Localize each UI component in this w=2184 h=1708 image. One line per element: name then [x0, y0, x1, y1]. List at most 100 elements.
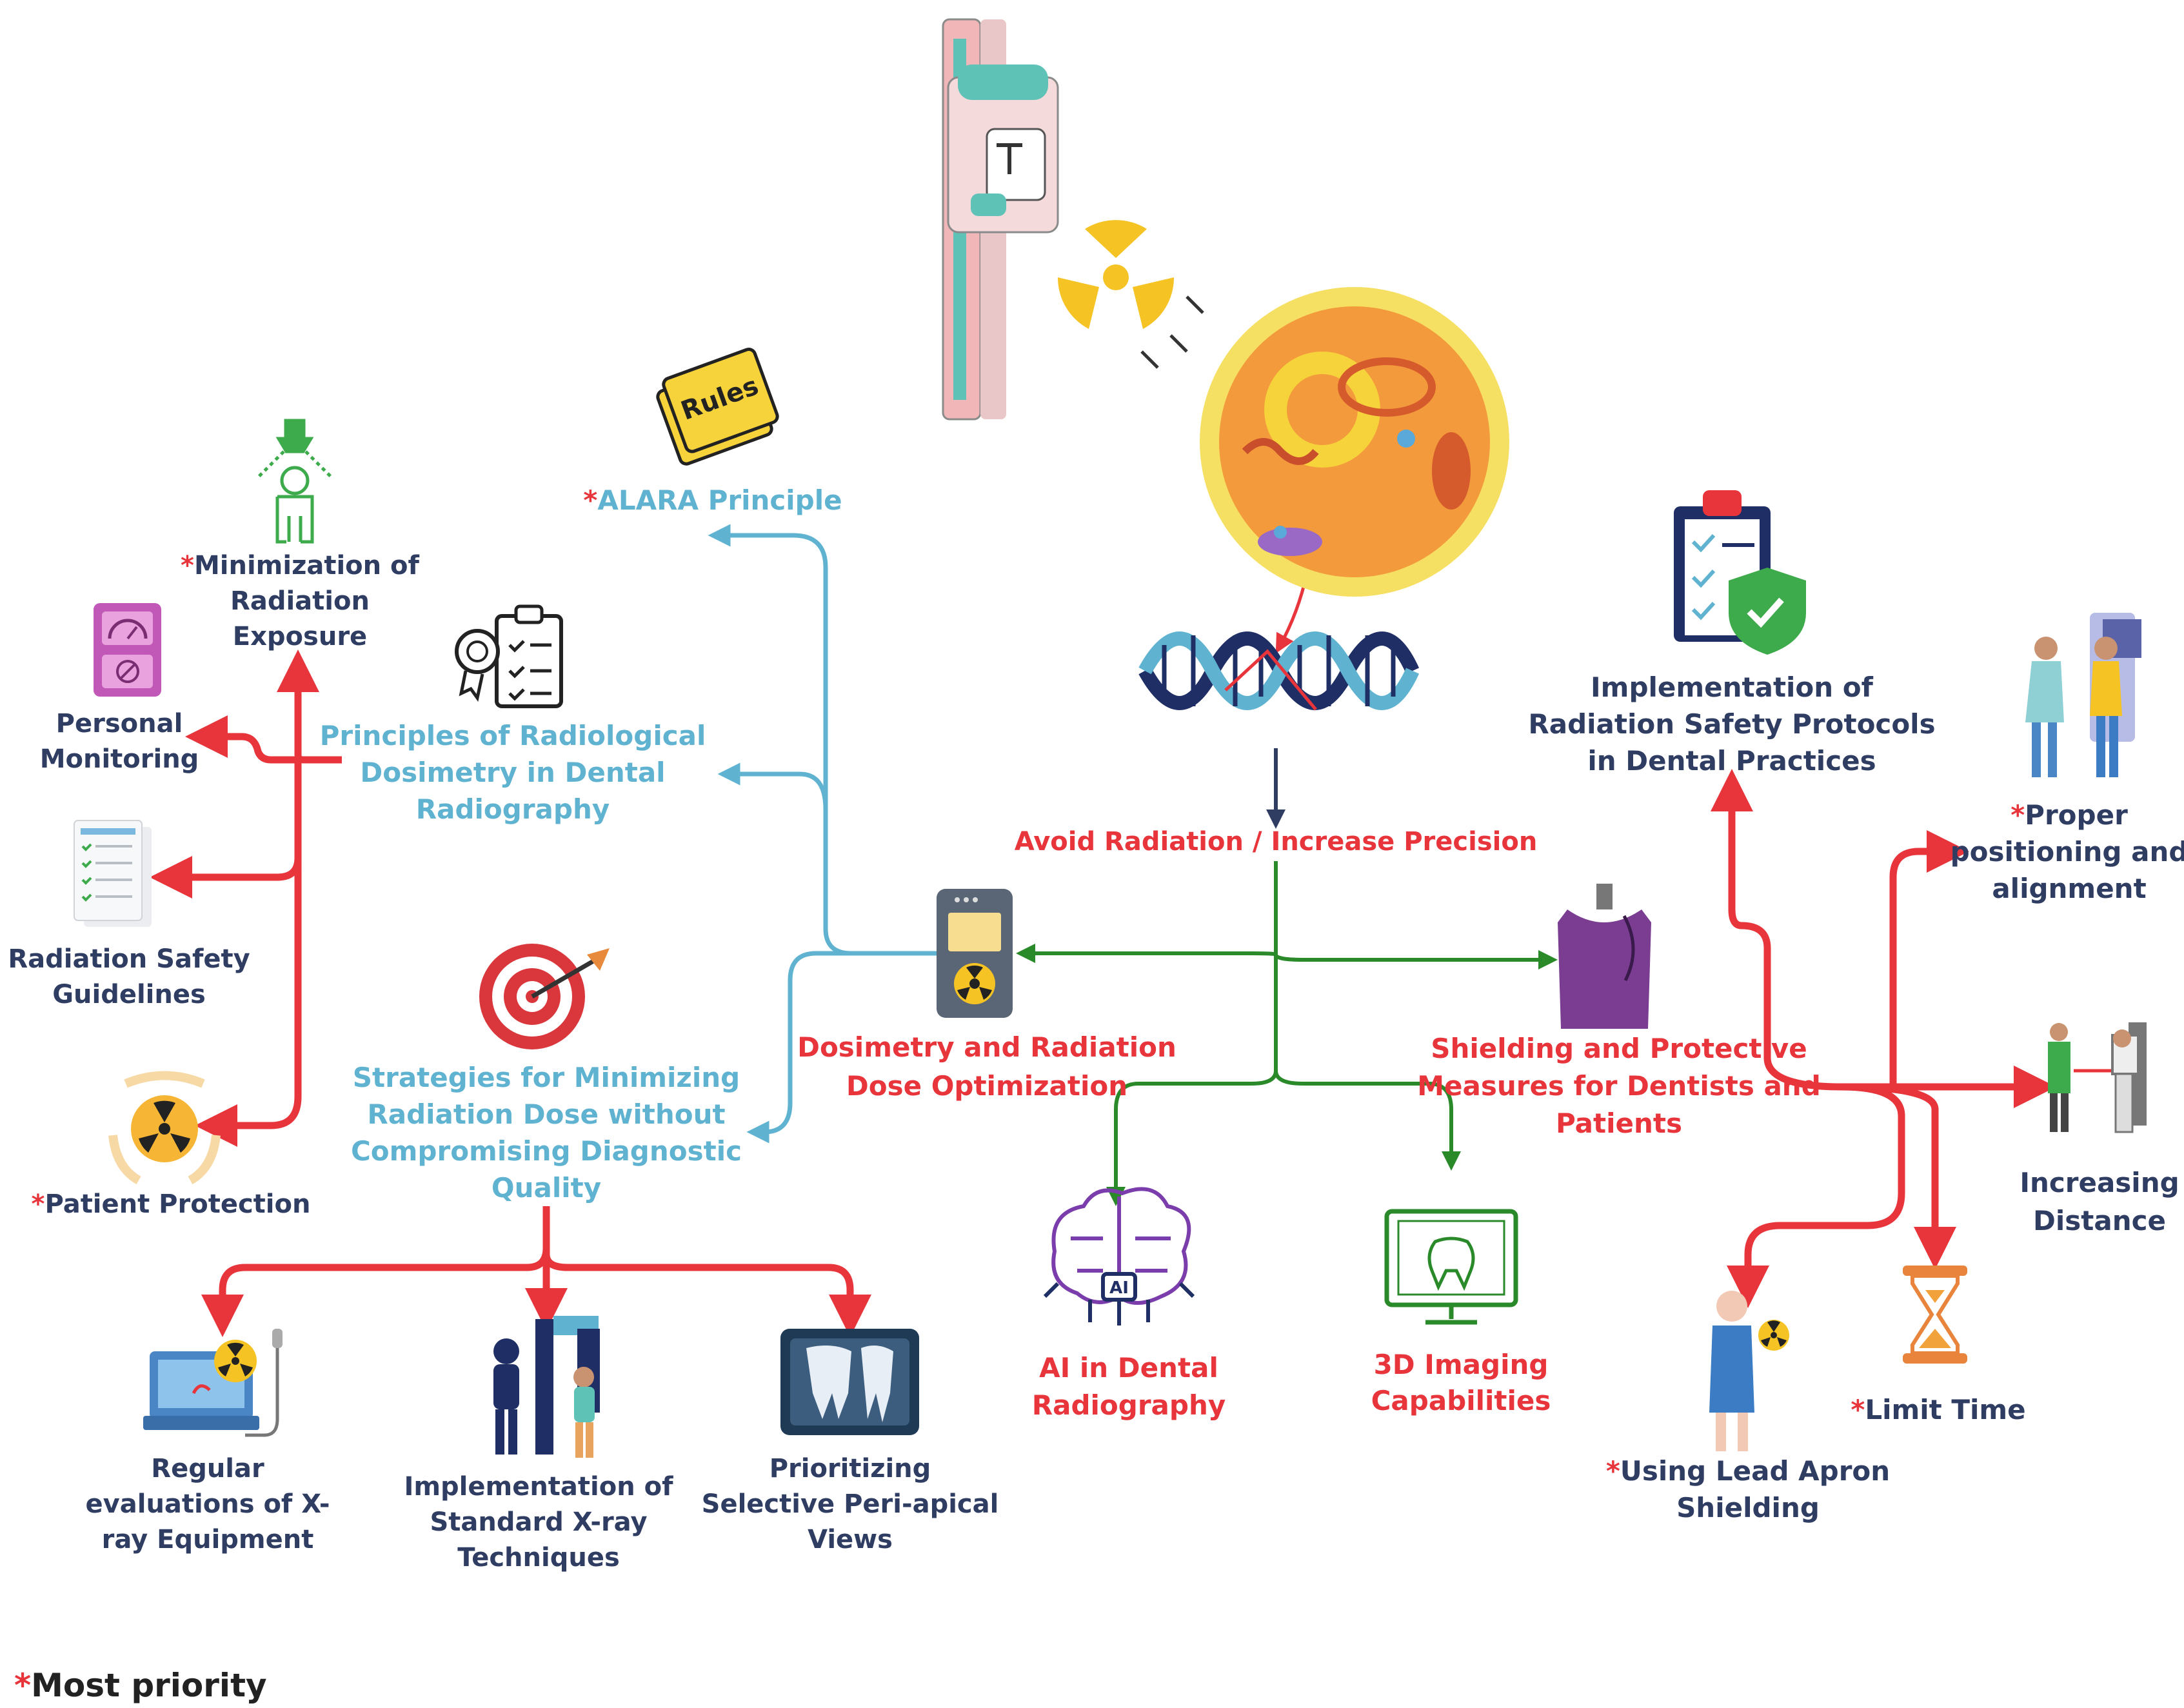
legend-most-priority: *Most priority: [14, 1667, 267, 1704]
shielding-label-line: Patients: [1556, 1107, 1682, 1139]
xray-equipment-icon: [143, 1329, 283, 1437]
imaging3d-label-line: Capabilities: [1371, 1385, 1551, 1416]
strategies-label: Strategies for Minimizing Radiation Dose…: [351, 1062, 742, 1204]
asterisk: *: [32, 1189, 45, 1219]
ai-chip-text: AI: [1109, 1278, 1129, 1298]
lead-apron-icon: [1558, 884, 1651, 1029]
imaging3d-label-line: 3D Imaging: [1374, 1349, 1549, 1380]
increasing-distance-icon: [2048, 1022, 2147, 1133]
asterisk: *: [583, 484, 597, 516]
svg-text:*Proper: *Proper: [2010, 799, 2128, 831]
positioning-label-line: positioning and: [1951, 836, 2184, 868]
periapical-xray-icon: [780, 1329, 919, 1435]
personal-monitor-icon: [94, 603, 161, 697]
distance-label-line: Distance: [2033, 1205, 2166, 1236]
periapical-label-line: Prioritizing: [769, 1454, 931, 1484]
standard-label-line: Standard X-ray: [430, 1507, 647, 1537]
shielding-label-line: Shielding and Protective: [1431, 1033, 1807, 1064]
apron-label-line: Shielding: [1676, 1492, 1820, 1524]
checklist-certificate-icon: [455, 604, 563, 708]
center-label: Avoid Radiation / Increase Precision: [1015, 827, 1538, 857]
minimization-label-line: Exposure: [233, 622, 367, 651]
regular-label-line: evaluations of X-: [86, 1489, 330, 1519]
asterisk: *: [2010, 799, 2025, 831]
principles-label-line: Dosimetry in Dental: [360, 757, 665, 788]
green-connectors: [1016, 861, 1558, 1206]
guidelines-label-line: Radiation Safety: [8, 944, 250, 974]
distance-label: Increasing Distance: [2020, 1167, 2179, 1236]
strategies-label-line: Compromising Diagnostic: [351, 1135, 742, 1167]
minimization-label-line: Radiation: [230, 586, 370, 616]
radiation-trefoil-icon: [1057, 220, 1204, 369]
regular-label-line: Regular: [151, 1454, 264, 1484]
rules-note-icon: Rules: [656, 348, 779, 466]
red-connectors-left: [150, 650, 342, 1147]
lead-apron-person-icon: [1709, 1291, 1789, 1451]
shielding-label-line: Measures for Dentists and: [1417, 1070, 1821, 1102]
regular-label-line: ray Equipment: [102, 1525, 314, 1554]
principles-label-line: Principles of Radiological: [320, 720, 706, 751]
protocols-label-line: in Dental Practices: [1587, 745, 1876, 777]
svg-text:*Minimization of: *Minimization of: [181, 551, 419, 581]
dna-helix-icon: [1138, 631, 1420, 711]
protocols-label-line: Implementation of: [1591, 671, 1874, 703]
ai-brain-icon: AI: [1043, 1187, 1195, 1326]
dosimeter-icon: [937, 889, 1013, 1018]
personal-label: Personal Monitoring: [40, 709, 199, 774]
periapical-label: Prioritizing Selective Peri-apical Views: [702, 1454, 999, 1554]
strategies-label-line: Quality: [491, 1172, 601, 1204]
asterisk: *: [1606, 1455, 1620, 1487]
target-arrow-icon: [479, 944, 610, 1049]
limit-label: *Limit Time: [1851, 1394, 2025, 1425]
personal-label-line: Monitoring: [40, 744, 199, 774]
patient-label: *Patient Protection: [32, 1189, 311, 1219]
periapical-label-line: Views: [808, 1525, 893, 1554]
blue-connectors: [708, 524, 937, 1144]
dental-xray-machine-icon: [942, 18, 1059, 421]
distance-label-line: Increasing: [2020, 1167, 2179, 1198]
cell-icon: [1200, 287, 1509, 597]
principles-label-line: Radiography: [416, 793, 610, 825]
guidelines-label-line: Guidelines: [52, 980, 206, 1009]
dosimetry-label-line: Dosimetry and Radiation: [797, 1031, 1176, 1063]
asterisk: *: [14, 1667, 31, 1704]
positioning-label-line: alignment: [1992, 873, 2146, 904]
red-connectors-bottom: [201, 1206, 871, 1337]
hourglass-icon: [1903, 1266, 1967, 1364]
guidelines-sheet-icon: [74, 820, 152, 927]
positioning-label: *Proper positioning and alignment: [1951, 799, 2184, 904]
strategies-label-line: Radiation Dose without: [367, 1098, 725, 1130]
apron-label: *Using Lead Apron Shielding: [1606, 1455, 1890, 1524]
strategies-label-line: Strategies for Minimizing: [353, 1062, 740, 1093]
patient-protection-icon: [108, 1071, 221, 1185]
positioning-icon: [2025, 613, 2141, 777]
dosimetry-label: Dosimetry and Radiation Dose Optimizatio…: [797, 1031, 1176, 1102]
standard-label: Implementation of Standard X-ray Techniq…: [404, 1472, 673, 1573]
protocols-label-line: Radiation Safety Protocols: [1528, 708, 1935, 740]
xray-technique-icon: [493, 1316, 600, 1458]
periapical-label-line: Selective Peri-apical: [702, 1489, 999, 1519]
asterisk: *: [1851, 1394, 1865, 1425]
ai-label-line: AI in Dental: [1039, 1352, 1218, 1384]
shielding-label: Shielding and Protective Measures for De…: [1417, 1033, 1821, 1139]
personal-label-line: Personal: [56, 709, 183, 739]
asterisk: *: [181, 551, 194, 581]
protocols-label: Implementation of Radiation Safety Proto…: [1528, 671, 1935, 777]
clipboard-shield-icon: [1674, 490, 1806, 655]
alara-label: *ALARA Principle: [583, 484, 842, 516]
imaging3d-label: 3D Imaging Capabilities: [1371, 1349, 1551, 1416]
minimization-label: *Minimization of Radiation Exposure: [181, 551, 419, 651]
guidelines-label: Radiation Safety Guidelines: [8, 944, 250, 1009]
regular-label: Regular evaluations of X- ray Equipment: [86, 1454, 330, 1554]
ai-label-line: Radiography: [1032, 1389, 1226, 1421]
dosimetry-label-line: Dose Optimization: [846, 1070, 1127, 1102]
ai-label: AI in Dental Radiography: [1032, 1352, 1226, 1421]
person-scan-icon: [257, 419, 333, 544]
3d-imaging-monitor-icon: [1384, 1209, 1518, 1325]
red-connectors-right: [1711, 769, 2056, 1308]
standard-label-line: Implementation of: [404, 1472, 673, 1502]
principles-label: Principles of Radiological Dosimetry in …: [320, 720, 706, 825]
svg-text:*Using Lead Apron: *Using Lead Apron: [1606, 1455, 1890, 1487]
standard-label-line: Techniques: [457, 1543, 620, 1573]
